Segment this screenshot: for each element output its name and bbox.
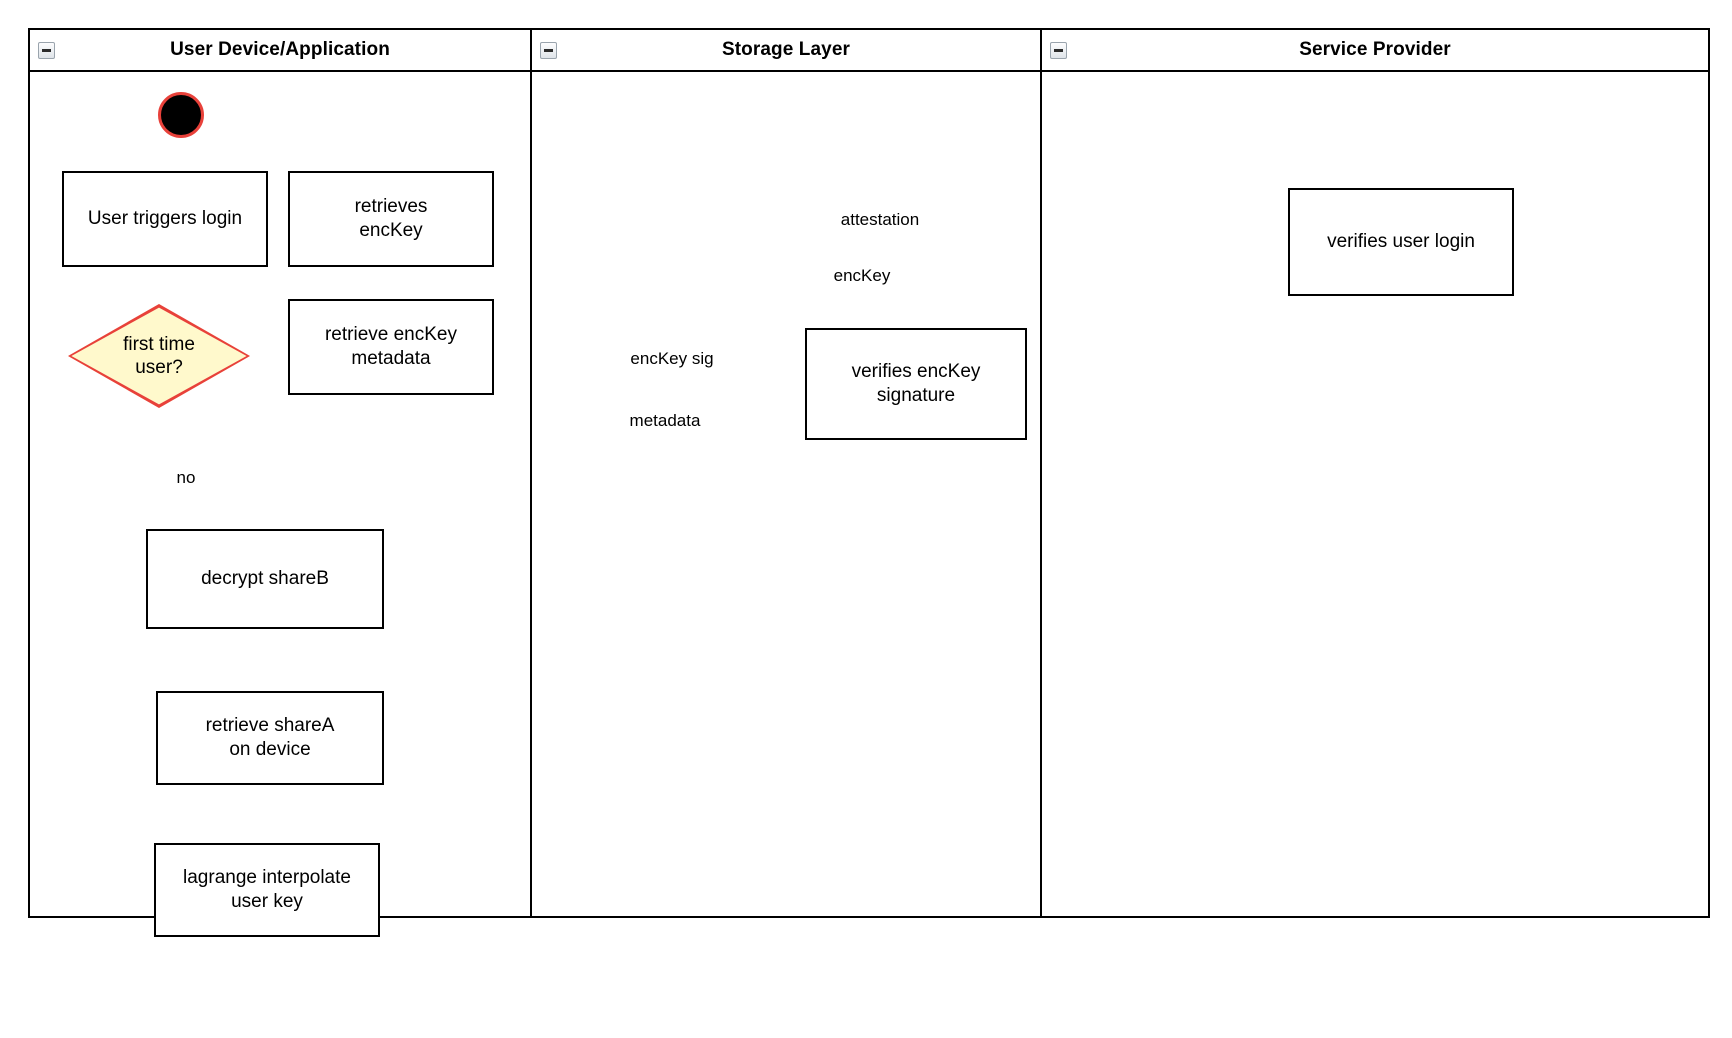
node-line-1: verifies encKey [851,361,981,383]
edge-label-attestation: attestation [837,210,923,230]
edge-label-no: no [173,468,199,488]
decision-line-2: user? [135,357,183,378]
node-verifies-enckey-signature[interactable]: verifies encKey signature [805,328,1027,440]
decision-line-1: first time [123,333,195,355]
node-retrieve-sharea-on-device[interactable]: retrieve shareA on device [156,691,384,785]
start-node[interactable] [158,92,204,138]
decision-label: first time user? [68,304,250,408]
lane-divider-2 [1040,30,1042,916]
node-decrypt-shareb[interactable]: decrypt shareB [146,529,384,629]
lane-divider-1 [530,30,532,916]
node-line-2: metadata [351,348,431,369]
lane-title-service-provider: Service Provider [1299,39,1451,60]
edge-label-enckey-sig: encKey sig [627,349,717,369]
lane-title-user-device: User Device/Application [170,39,390,60]
minus-square-icon[interactable] [38,42,55,59]
node-first-time-user-decision[interactable]: first time user? [68,304,250,408]
minus-square-icon[interactable] [1050,42,1067,59]
node-user-triggers-login[interactable]: User triggers login [62,171,268,267]
node-line-2: user key [231,891,303,912]
node-lagrange-interpolate-user-key[interactable]: lagrange interpolate user key [154,843,380,937]
edge-label-metadata: metadata [626,411,704,431]
node-line-2: encKey [359,220,423,241]
lane-header-service-provider[interactable]: Service Provider [1042,30,1708,72]
minus-square-icon[interactable] [540,42,557,59]
node-retrieve-enckey-metadata[interactable]: retrieve encKey metadata [288,299,494,395]
lane-title-storage-layer: Storage Layer [721,39,851,60]
node-retrieves-enckey[interactable]: retrieves encKey [288,171,494,267]
edge-label-enckey: encKey [830,266,894,286]
lane-header-user-device[interactable]: User Device/Application [30,30,530,72]
lane-header-storage-layer[interactable]: Storage Layer [532,30,1040,72]
node-line-1: lagrange interpolate [183,867,351,889]
node-line-1: retrieve encKey [324,324,457,346]
node-line-2: signature [876,385,956,406]
node-line-1: retrieves [354,196,428,218]
node-verifies-user-login[interactable]: verifies user login [1288,188,1514,296]
node-line-1: retrieve shareA [205,715,335,737]
node-line-2: on device [229,739,311,760]
